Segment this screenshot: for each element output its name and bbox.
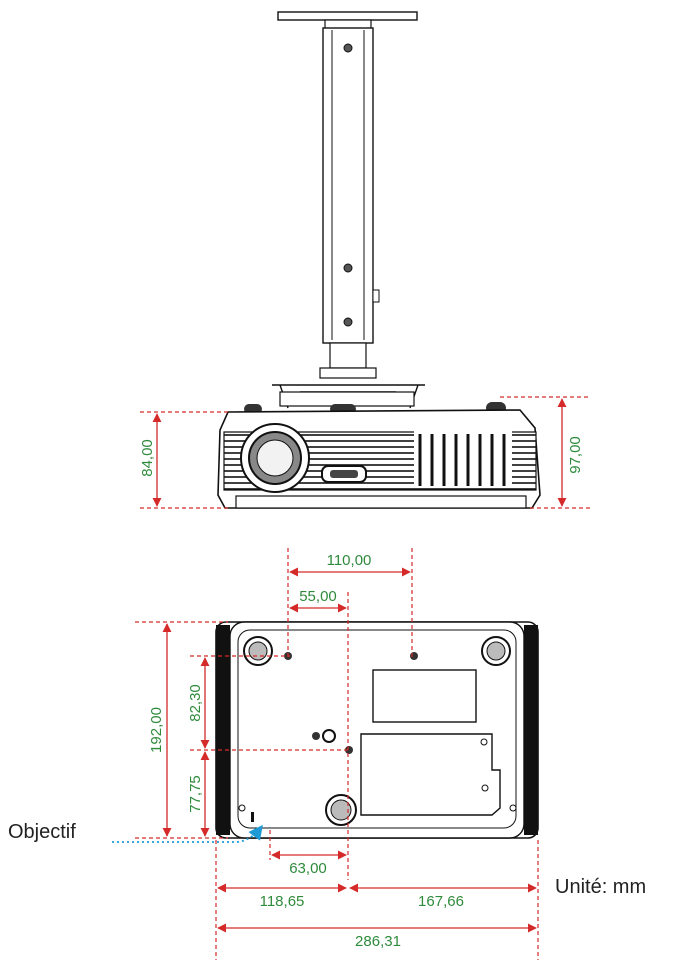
side-height-total-label: 97,00 [567,436,584,474]
width-right-label: 167,66 [418,893,464,910]
lens-label: Objectif [8,821,76,843]
left-depth-lower-label: 77,75 [187,775,204,813]
bottom-dimension-lines [135,548,539,960]
unit-label: Unité: mm [555,876,646,898]
side-dimension-lines [140,396,590,509]
lens-icon [240,423,310,493]
left-depth-total-label: 192,00 [148,707,165,753]
projector-bottom-view [215,621,539,839]
side-height-lens-label: 84,00 [139,439,156,477]
left-depth-upper-label: 82,30 [187,684,204,722]
width-left-label: 118,65 [260,893,305,910]
projector-side-view [217,402,541,509]
top-hole-spacing-label: 110,00 [327,552,372,569]
lens-offset-label: 63,00 [289,860,327,877]
mount-hole-icon [284,652,418,754]
lens-pointer-arrow [112,824,263,843]
ceiling-mount [272,11,425,409]
width-total-label: 286,31 [355,933,401,950]
top-hole-offset-label: 55,00 [299,588,337,605]
